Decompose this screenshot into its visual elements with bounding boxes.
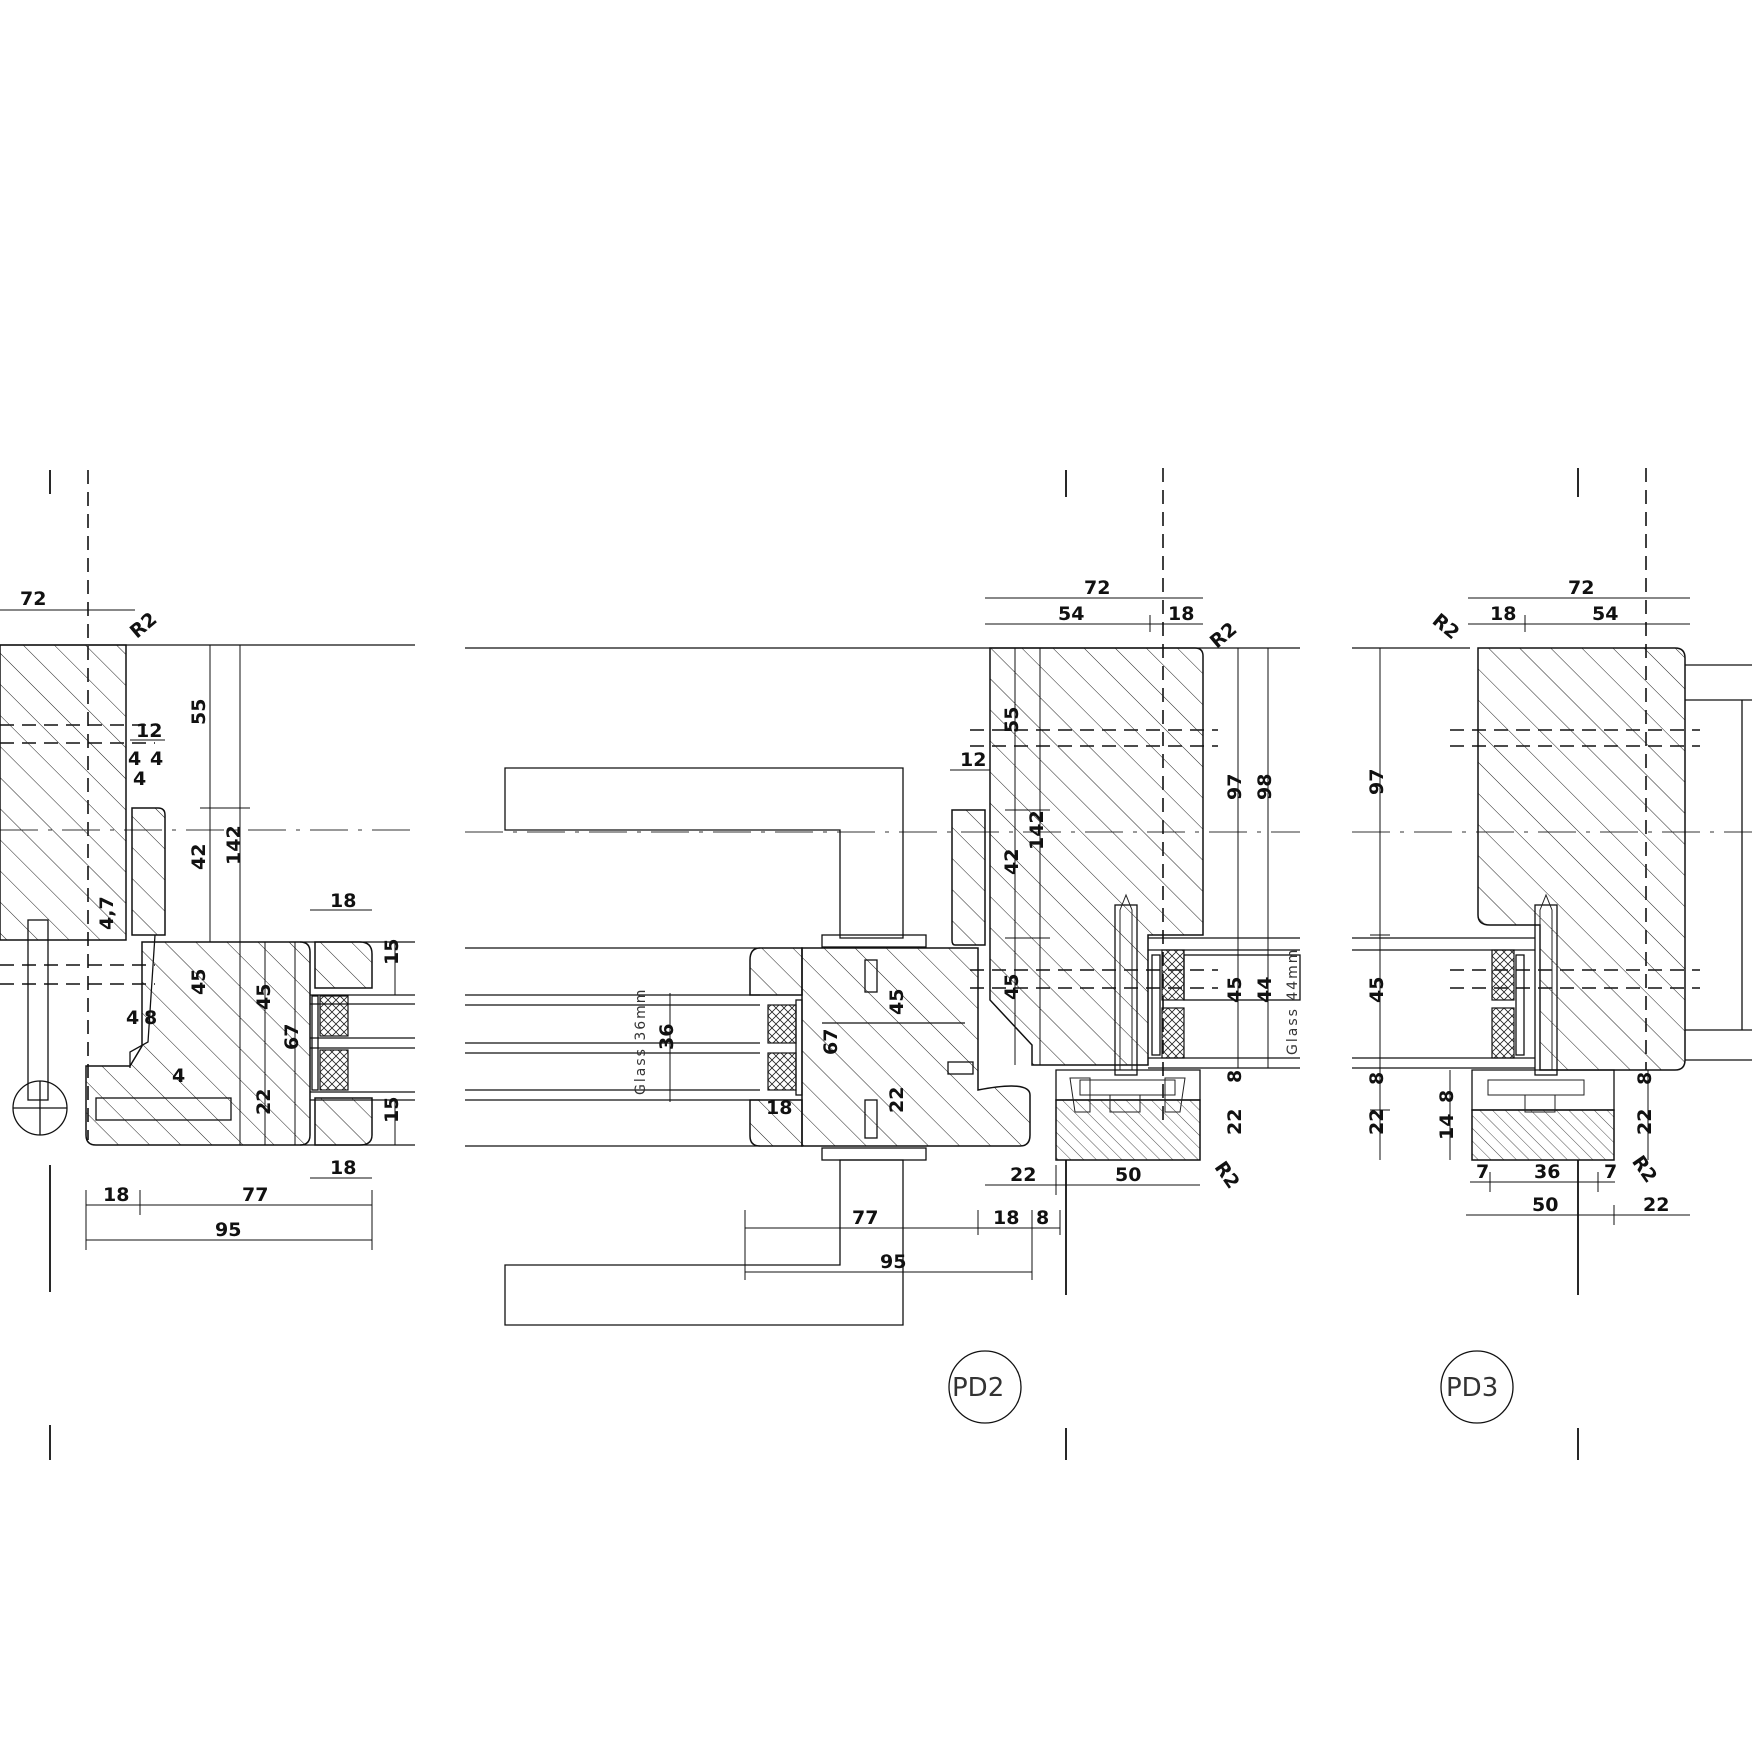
- middle-dim-8: 8: [1036, 1207, 1049, 1229]
- pd2-dim-55: 55: [1001, 707, 1023, 733]
- left-bead: [131, 807, 166, 936]
- middle-dim-22: 22: [886, 1087, 908, 1113]
- left-glazing-bead-bottom: [314, 1097, 373, 1146]
- pd3-tag: PD3: [1446, 1373, 1498, 1403]
- left-dim-15-top: 15: [381, 939, 403, 965]
- pd3-radius-r2b: R2: [1627, 1152, 1661, 1187]
- pd3-dim-72: 72: [1568, 577, 1594, 599]
- left-dim-4: 4: [126, 1007, 139, 1029]
- middle-glass-note: Glass 36mm: [633, 988, 649, 1095]
- pd2-dim-72: 72: [1084, 577, 1110, 599]
- pd3-dim-7b: 7: [1604, 1161, 1617, 1183]
- left-dim-55: 55: [188, 699, 210, 725]
- pd3-dim-14: 14: [1436, 1114, 1458, 1140]
- left-dim-12: 12: [136, 720, 162, 742]
- pd3-dim-22c: 22: [1643, 1194, 1669, 1216]
- left-section-detail: 72 R2 55 42 142 45 12 4 4 4 4,7 4 8 4 45…: [0, 470, 415, 1460]
- left-dim-4-low: 4: [172, 1065, 185, 1087]
- pd3-dim-97: 97: [1366, 769, 1388, 795]
- pd2-dim-97: 97: [1224, 774, 1246, 800]
- pd2-radius-r2b: R2: [1210, 1157, 1244, 1192]
- pd3-dim-8c: 8: [1634, 1072, 1656, 1085]
- pd2-dim-8: 8: [1224, 1070, 1246, 1083]
- middle-dim-36: 36: [656, 1024, 678, 1050]
- pd3-dim-8: 8: [1366, 1072, 1388, 1085]
- left-dim-4-7: 4,7: [96, 896, 118, 930]
- pd2-dim-42: 42: [1001, 849, 1023, 875]
- pd3-dim-8b: 8: [1436, 1090, 1458, 1103]
- pd2-glass-note: Glass 44mm: [1285, 948, 1301, 1055]
- left-dim-95: 95: [215, 1219, 241, 1241]
- pd2-dim-22: 22: [1224, 1109, 1246, 1135]
- pd3-dim-54: 54: [1592, 603, 1618, 625]
- left-radius-r2: R2: [126, 608, 161, 643]
- left-frame-profile: [0, 644, 127, 941]
- middle-dim-95: 95: [880, 1251, 906, 1273]
- left-dim-45b: 45: [253, 984, 275, 1010]
- left-dim-45: 45: [188, 969, 210, 995]
- pd3-frame-profile: [1477, 647, 1686, 1071]
- pd2-dim-142: 142: [1026, 810, 1048, 850]
- door-handle-top: [504, 767, 904, 939]
- left-dim-142: 142: [223, 825, 245, 865]
- middle-dim-18: 18: [766, 1097, 792, 1119]
- pd2-tag: PD2: [952, 1373, 1004, 1403]
- pd3-tag-circle: [1440, 1350, 1514, 1424]
- pd3-section-detail: 72 18 54 R2 97 45 8 22 14 8 8 22 7 36 7 …: [1352, 468, 1752, 1460]
- pd2-dim-45b: 45: [1224, 977, 1246, 1003]
- middle-section-detail: Glass 36mm 36 67 45 22 18 77 95 18 8: [465, 647, 1300, 1326]
- pd2-dim-18: 18: [1168, 603, 1194, 625]
- pd2-bead: [951, 809, 986, 946]
- middle-dim-18b: 18: [993, 1207, 1019, 1229]
- left-dim-4c: 4: [133, 768, 146, 790]
- pd3-dim-22: 22: [1366, 1109, 1388, 1135]
- left-dim-18: 18: [103, 1184, 129, 1206]
- pd2-section-detail: 72 54 18 R2 12 55 42 142 45 97 98 45 44 …: [948, 468, 1301, 1460]
- left-sash-profile: [85, 941, 311, 1146]
- pd2-dim-22b: 22: [1010, 1164, 1036, 1186]
- pd2-threshold: [1055, 1099, 1201, 1161]
- pd3-dim-45: 45: [1366, 977, 1388, 1003]
- pd3-radius-r2: R2: [1428, 609, 1463, 644]
- pd3-dim-7a: 7: [1476, 1161, 1489, 1183]
- pd2-dim-54: 54: [1058, 603, 1084, 625]
- left-dim-4b: 4: [150, 748, 163, 770]
- pd3-dim-22b: 22: [1634, 1109, 1656, 1135]
- middle-dim-77: 77: [852, 1207, 878, 1229]
- pd3-dim-36: 36: [1534, 1161, 1560, 1183]
- left-dim-8: 8: [144, 1007, 157, 1029]
- pd2-tag-circle: [948, 1350, 1022, 1424]
- left-dim-15-bottom: 15: [381, 1097, 403, 1123]
- middle-dim-45: 45: [886, 989, 908, 1015]
- left-dim-72: 72: [20, 588, 46, 610]
- middle-sash-profile: [801, 947, 1031, 1147]
- pd2-frame-profile: [989, 647, 1204, 1066]
- pd3-threshold: [1471, 1109, 1615, 1161]
- middle-dim-67: 67: [820, 1029, 842, 1055]
- middle-glazing-bead-top: [749, 947, 803, 996]
- left-dim-18-bottom: 18: [330, 1157, 356, 1179]
- pd3-dim-50: 50: [1532, 1194, 1558, 1216]
- door-handle-bottom: [504, 1159, 904, 1326]
- pd3-dim-18: 18: [1490, 603, 1516, 625]
- left-dim-18-top: 18: [330, 890, 356, 912]
- pd2-dim-45a: 45: [1001, 974, 1023, 1000]
- pd2-dim-50: 50: [1115, 1164, 1141, 1186]
- pd2-dim-98: 98: [1254, 774, 1276, 800]
- middle-glazing-bead-bottom: [749, 1099, 803, 1147]
- left-dim-4a: 4: [128, 748, 141, 770]
- left-dim-42: 42: [188, 844, 210, 870]
- left-dim-77: 77: [242, 1184, 268, 1206]
- left-dim-22: 22: [253, 1089, 275, 1115]
- left-glazing-bead-top: [314, 941, 373, 989]
- left-dim-67: 67: [281, 1024, 303, 1050]
- pd2-dim-44: 44: [1254, 977, 1276, 1003]
- pd2-dim-12: 12: [960, 749, 986, 771]
